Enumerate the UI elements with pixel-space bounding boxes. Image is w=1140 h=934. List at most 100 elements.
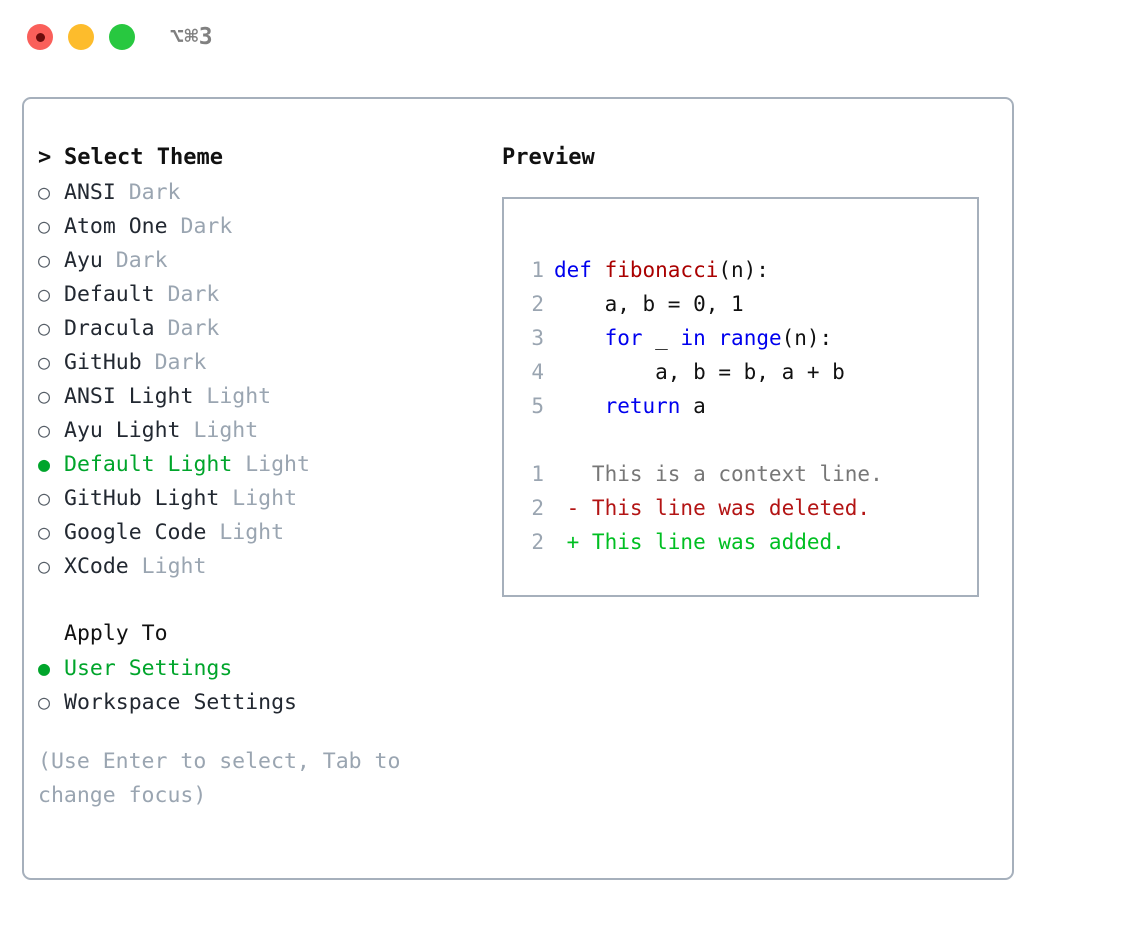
code-line: 2 a, b = 0, 1 [518,287,971,321]
radio-selected-icon: ● [38,452,51,476]
theme-category: Light [232,452,310,477]
theme-name: GitHub Light [64,486,220,511]
title-bar: ⌥⌘3 [0,0,1140,78]
apply-to-heading-text: Apply To [64,621,168,646]
theme-name: Default Light [64,452,233,477]
line-number: 1 [531,462,544,486]
theme-name: Ayu [64,248,103,273]
select-theme-heading: >Select Theme [38,141,488,175]
theme-list-item[interactable]: ○ Atom One Dark [38,209,488,243]
theme-name: GitHub [64,350,142,375]
line-number: 2 [531,292,544,316]
apply-to-option[interactable]: ○ Workspace Settings [38,685,488,719]
radio-unselected-icon: ○ [38,248,51,272]
diff-line: 1 This is a context line. [518,457,971,491]
list-spacer [38,583,488,617]
apply-to-option-label: Workspace Settings [64,690,297,715]
theme-category: Light [219,486,298,511]
line-number: 2 [531,496,544,520]
theme-selector-panel: >Select Theme ○ANSI Dark○Atom One Dark○A… [22,97,1014,880]
radio-unselected-icon: ○ [38,520,51,544]
diff-line: 2 - This line was deleted. [518,491,971,525]
code-token: a, b = b, a + b [554,360,845,384]
code-token: (n): [781,326,833,350]
code-token: a [680,394,706,418]
theme-category: Light [128,554,207,579]
radio-unselected-icon: ○ [38,214,51,238]
line-number: 2 [531,530,544,554]
radio-unselected-icon: ○ [38,316,51,340]
theme-list-item[interactable]: ○ Google Code Light [38,515,488,549]
code-diff-separator [518,423,971,457]
code-token: fibonacci [604,258,719,282]
diff-line-text: This is a context line. [554,462,883,486]
theme-list-item[interactable]: ○Default Dark [38,277,488,311]
theme-name: XCode [64,554,129,579]
theme-category: Light [180,418,259,443]
keyboard-shortcut-label: ⌥⌘3 [170,24,214,50]
theme-list-column: >Select Theme ○ANSI Dark○Atom One Dark○A… [38,141,488,813]
theme-name: ANSI Light [64,384,194,409]
code-token: _ [642,326,681,350]
preview-title: Preview [502,145,595,170]
theme-list-item[interactable]: ○GitHub Light Light [38,481,488,515]
keyboard-hint-text: (Use Enter to select, Tab to change focu… [38,749,414,808]
theme-category: Light [206,520,285,545]
theme-name: Dracula [64,316,155,341]
theme-category: Dark [115,180,181,205]
minimize-window-button[interactable] [68,24,94,50]
line-number: 1 [531,258,544,282]
radio-unselected-icon: ○ [38,690,51,714]
radio-unselected-icon: ○ [38,282,51,306]
line-number: 5 [531,394,544,418]
theme-name: Atom One [64,214,168,239]
code-token: range [718,326,782,350]
radio-unselected-icon: ○ [38,384,51,408]
theme-list-item[interactable]: ○ ANSI Light Light [38,379,488,413]
theme-list-item[interactable]: ○Ayu Dark [38,243,488,277]
heading-text: Select Theme [64,145,223,170]
theme-category: Dark [167,214,233,239]
code-line: 5 return a [518,389,971,423]
theme-list-item[interactable]: ● Default Light Light [38,447,488,481]
theme-category: Light [193,384,272,409]
radio-unselected-icon: ○ [38,554,51,578]
line-number: 4 [531,360,544,384]
theme-list-item[interactable]: ○ Dracula Dark [38,311,488,345]
theme-category: Dark [141,350,207,375]
code-token: def [554,258,605,282]
code-token [554,326,605,350]
maximize-window-button[interactable] [109,24,135,50]
diff-line-text: + This line was added. [554,530,845,554]
theme-list-item[interactable]: ○ANSI Dark [38,175,488,209]
apply-to-option[interactable]: ●User Settings [38,651,488,685]
code-token: (n): [718,258,769,282]
line-number: 3 [531,326,544,350]
apply-to-heading: Apply To [38,617,488,651]
code-token: return [604,394,681,418]
theme-list-item[interactable]: ○ XCode Light [38,549,488,583]
code-token: for [604,326,643,350]
diff-lines: 1 This is a context line.2 - This line w… [518,457,971,559]
theme-name: Ayu Light [64,418,181,443]
theme-list-item[interactable]: ○ GitHub Dark [38,345,488,379]
apply-to-option-label: User Settings [64,656,233,681]
theme-name: ANSI [64,180,116,205]
theme-list-item[interactable]: ○Ayu Light Light [38,413,488,447]
close-window-button[interactable] [27,24,53,50]
code-token [554,394,605,418]
radio-unselected-icon: ○ [38,350,51,374]
code-line: 4 a, b = b, a + b [518,355,971,389]
diff-line: 2 + This line was added. [518,525,971,559]
code-token [706,326,719,350]
apply-to-options: ●User Settings ○ Workspace Settings [38,651,488,719]
diff-line-text: - This line was deleted. [554,496,871,520]
theme-name: Default [64,282,155,307]
theme-category: Dark [154,316,220,341]
traffic-light-buttons [27,24,135,50]
theme-name: Google Code [64,520,207,545]
